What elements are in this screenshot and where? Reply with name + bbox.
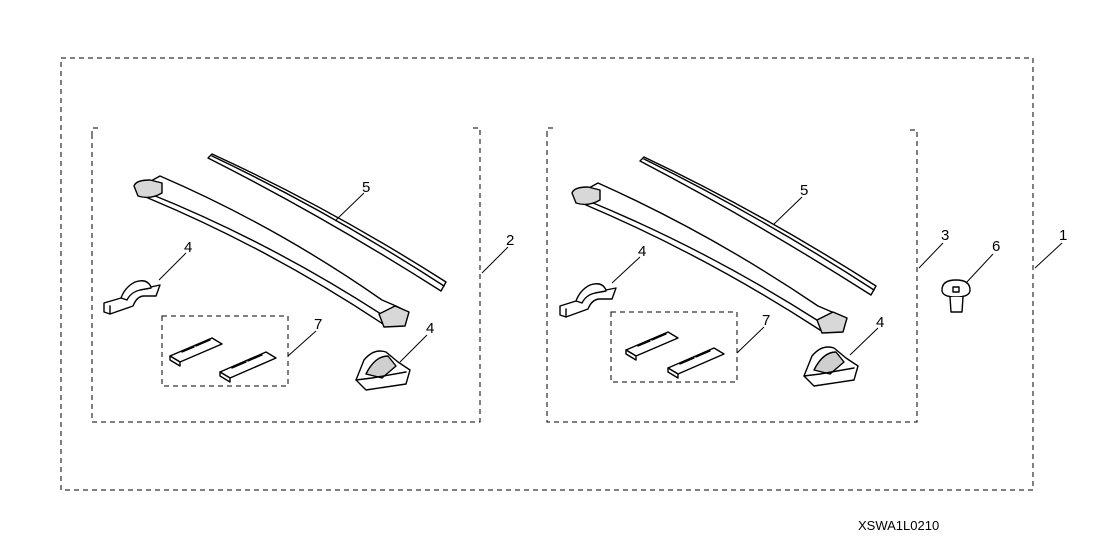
kit-outline [60, 57, 1034, 491]
leader-7-left [287, 330, 317, 357]
callout-5-right: 5 [800, 182, 808, 199]
callout-7-left: 7 [314, 316, 322, 333]
right-set-outline [546, 127, 918, 423]
bolt [941, 279, 971, 313]
callout-6: 6 [992, 238, 1000, 255]
leader-5-right [773, 196, 803, 225]
foot-block-left [355, 350, 411, 391]
callout-4-right-a: 4 [638, 243, 646, 260]
callout-7-right: 7 [762, 312, 770, 329]
plates-left [169, 337, 277, 383]
strip-right [639, 156, 877, 296]
callout-4-right-b: 4 [876, 314, 884, 331]
leader-7-right [736, 326, 765, 354]
diagram-code: XSWA1L0210 [858, 518, 939, 533]
left-set-outline [91, 127, 481, 423]
leader-4-right-b [849, 327, 879, 356]
leader-3 [918, 242, 944, 269]
foot-bracket-right [559, 283, 617, 318]
right-set [559, 156, 877, 387]
callout-5-left: 5 [362, 179, 370, 196]
callout-2: 2 [506, 232, 514, 249]
left-set [103, 153, 447, 391]
leader-5-left [335, 192, 365, 221]
callout-4-left-b: 4 [426, 320, 434, 337]
plates-left-outline [161, 315, 289, 387]
callout-3: 3 [941, 227, 949, 244]
crossbar-right [571, 182, 848, 334]
strip-left [207, 153, 447, 292]
leader-4-left-a [158, 252, 187, 281]
leader-6 [965, 253, 994, 284]
callout-1: 1 [1059, 227, 1067, 244]
foot-block-right [803, 346, 859, 387]
plates-right [625, 331, 725, 379]
crossbar-left [133, 175, 410, 328]
callout-4-left-a: 4 [184, 239, 192, 256]
leader-4-right-a [611, 256, 641, 284]
foot-bracket-left [103, 280, 161, 315]
leader-4-left-b [399, 334, 428, 363]
leader-1 [1034, 242, 1063, 269]
plates-right-outline [610, 311, 738, 383]
leader-2 [481, 246, 509, 274]
